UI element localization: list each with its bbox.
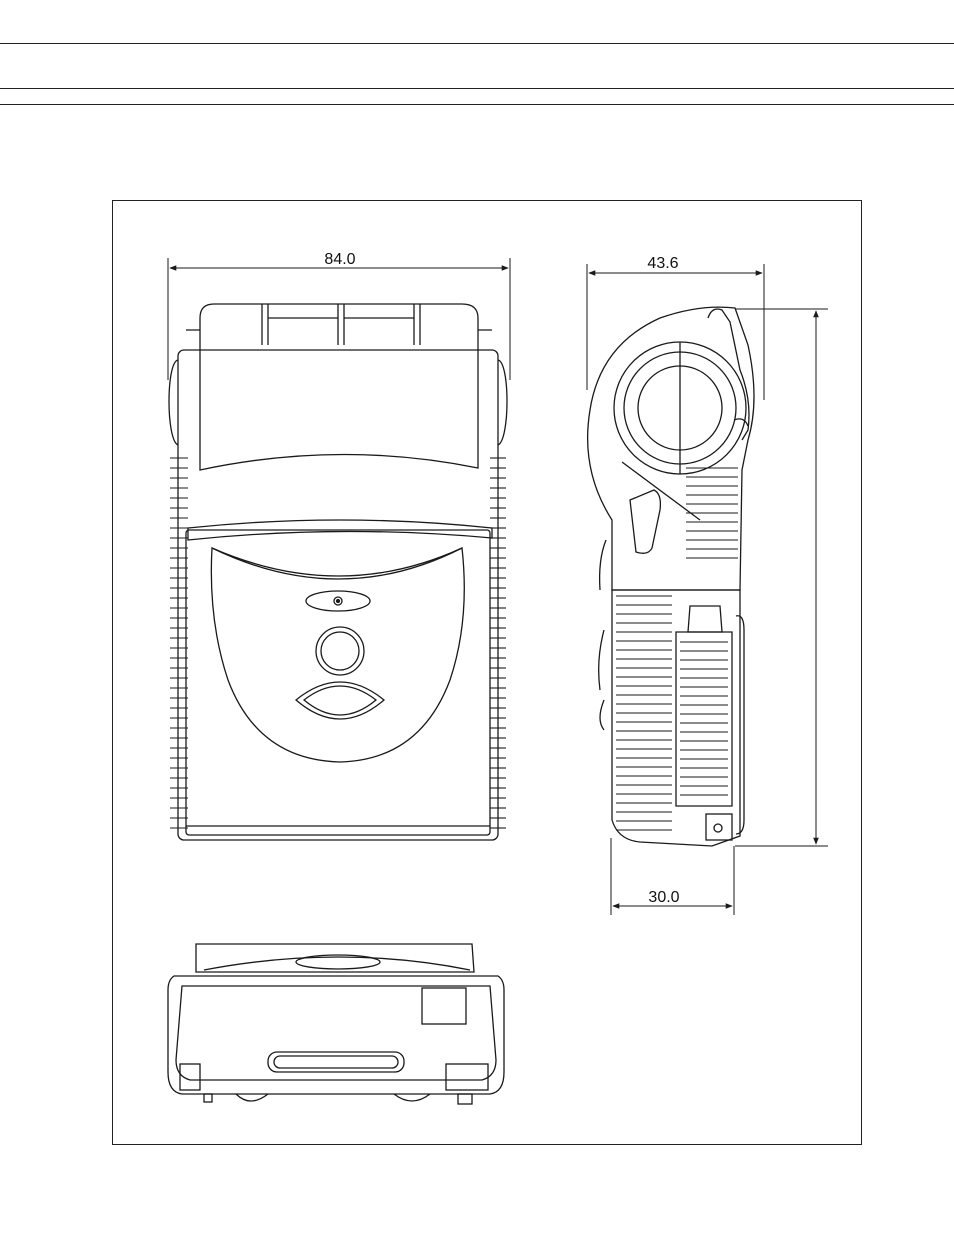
dimension-label-width: 84.0 — [324, 251, 355, 268]
label-window — [422, 988, 466, 1024]
feed-button — [316, 627, 364, 675]
bottom-view — [168, 944, 504, 1104]
side-ribs — [616, 468, 738, 830]
power-button — [296, 682, 384, 719]
dimension-label-bottom-depth: 30.0 — [648, 889, 679, 906]
bottom-view-body — [168, 976, 504, 1094]
printer-body-outline — [178, 350, 498, 840]
battery-pack — [676, 632, 732, 806]
mounting-screw-block — [706, 814, 732, 840]
front-view — [168, 258, 510, 840]
side-clip — [630, 490, 660, 553]
side-view — [587, 264, 828, 915]
dimension-label-depth: 43.6 — [647, 255, 678, 272]
front-face-plate — [211, 548, 464, 762]
paper-cover — [200, 304, 478, 470]
bottom-view-top-edge — [196, 944, 474, 972]
connector-slot — [268, 1052, 404, 1072]
front-ribs-left — [170, 458, 188, 828]
